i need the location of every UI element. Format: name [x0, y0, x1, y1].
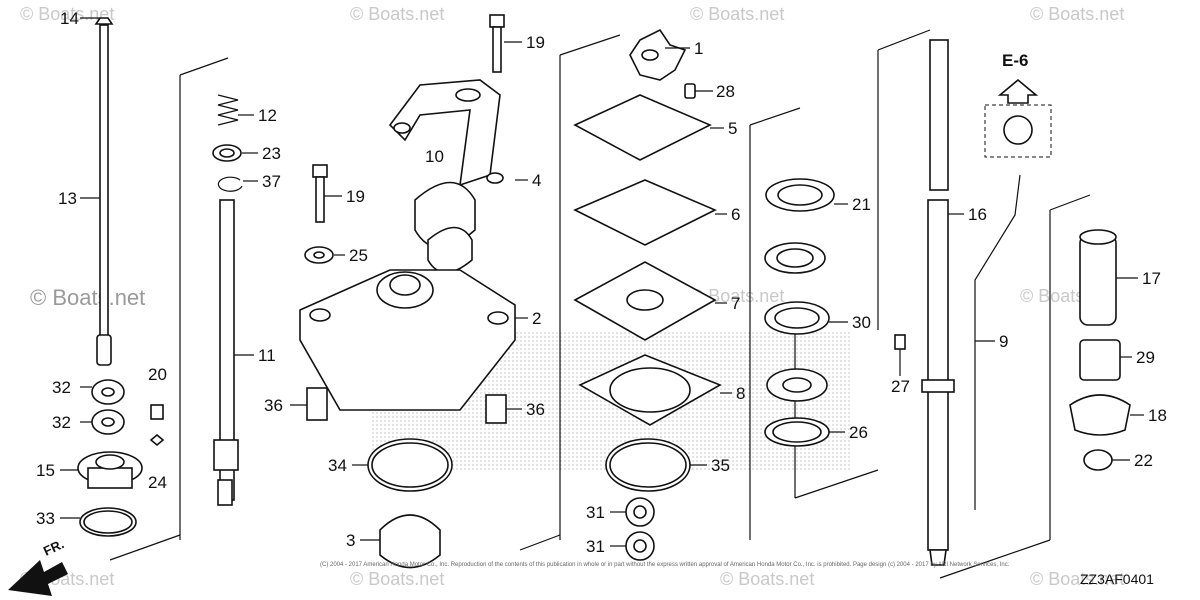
- part-impeller-cover: [379, 514, 441, 569]
- part-housing: [77, 451, 143, 489]
- part-water-pump-housing: [299, 269, 516, 411]
- part-gasket: [578, 354, 722, 426]
- callout-number: 30: [852, 313, 871, 332]
- part-plate: [573, 261, 717, 341]
- callout-number: 8: [736, 384, 745, 403]
- watermark-large: © Boats.net: [30, 285, 145, 310]
- part-bearing: [625, 497, 655, 561]
- watermark-text: © Boats.net: [350, 569, 444, 589]
- callout-number: 37: [262, 172, 281, 191]
- part-washer: [212, 144, 242, 162]
- callout-number: 10: [425, 147, 444, 166]
- watermark-text: © Boats.net: [1030, 569, 1124, 589]
- part-bearing: [91, 379, 125, 435]
- watermark-text: © Boats.net: [690, 4, 784, 24]
- part-gasket: [573, 94, 717, 246]
- part-bearing: [764, 178, 835, 447]
- part-bracket: [388, 79, 504, 187]
- callout-number: 4: [532, 171, 541, 190]
- callout-number: 25: [349, 246, 368, 265]
- callout-number: 36: [264, 396, 283, 415]
- part-boot: [1079, 229, 1117, 326]
- callout-number: 27: [891, 377, 910, 396]
- callout-number: 14: [60, 9, 79, 28]
- part-pinion-gear: [1069, 394, 1131, 436]
- part-impeller: [629, 28, 687, 81]
- callout-number: 6: [731, 205, 740, 224]
- callout-number: 19: [346, 187, 365, 206]
- part-reference-box: [984, 78, 1052, 158]
- part-o-ring: [605, 438, 691, 492]
- diagram-code: ZZ3AF0401: [1080, 571, 1154, 587]
- leader-lines: [60, 17, 1144, 547]
- part-bolt: [149, 404, 165, 447]
- callout-number: 5: [728, 119, 737, 138]
- callout-number: 31: [586, 503, 605, 522]
- callout-number: 1: [694, 39, 703, 58]
- part-clip: [217, 176, 243, 192]
- callout-number: 35: [711, 456, 730, 475]
- part-washer: [304, 246, 334, 264]
- callout-number: 33: [36, 509, 55, 528]
- callout-number: 3: [346, 531, 355, 550]
- callout-number: 31: [586, 537, 605, 556]
- part-grommet: [414, 181, 476, 274]
- callout-number: 21: [852, 195, 871, 214]
- part-water-tube: [974, 174, 1021, 510]
- part-o-ring: [79, 507, 137, 537]
- callout-number: 28: [716, 82, 735, 101]
- callout-number: 9: [999, 332, 1008, 351]
- callout-number: 16: [968, 205, 987, 224]
- callout-number: 34: [328, 456, 347, 475]
- callout-number: 12: [258, 106, 277, 125]
- front-label: FR.: [41, 536, 66, 558]
- part-grommet: [894, 334, 906, 350]
- callout-number: 7: [731, 294, 740, 313]
- part-spring: [217, 94, 239, 126]
- callout-number: 22: [1134, 451, 1153, 470]
- callout-number: 32: [52, 413, 71, 432]
- callout-number: 17: [1142, 269, 1161, 288]
- callout-number: 26: [849, 423, 868, 442]
- part-shift-shaft: [213, 199, 239, 506]
- watermark-text: © Boats.net: [1030, 4, 1124, 24]
- callout-number: 20: [148, 365, 167, 384]
- part-key: [684, 83, 696, 99]
- part-o-ring: [367, 438, 453, 492]
- part-shift-rod: [94, 17, 114, 366]
- callout-number: 24: [148, 473, 167, 492]
- callout-number: 15: [36, 461, 55, 480]
- watermark-text: © Boats.net: [720, 569, 814, 589]
- watermarks: © Boats.net © Boats.net © Boats.net © Bo…: [20, 4, 1124, 589]
- callout-number: 19: [526, 33, 545, 52]
- part-needle-bearing: [1079, 339, 1121, 381]
- callout-labels: 14 13 12 23 37 11 32 32 20 24 15 33 19 1…: [36, 9, 1167, 556]
- callout-number: 11: [258, 346, 276, 365]
- callout-number: 2: [532, 309, 541, 328]
- part-nut: [1083, 449, 1113, 471]
- part-dowel-pin: [306, 387, 507, 424]
- callout-number: 23: [262, 144, 281, 163]
- part-drive-shaft: [921, 39, 955, 566]
- watermark-text: © Boats.net: [350, 4, 444, 24]
- copyright-text: (C) 2004 - 2017 American Honda Motor Co.…: [320, 562, 1010, 568]
- callout-number: 32: [52, 378, 71, 397]
- part-bolt: [312, 14, 505, 223]
- callout-number: 29: [1136, 348, 1155, 367]
- reference-label: E-6: [1002, 51, 1028, 70]
- callout-number: 13: [58, 189, 77, 208]
- section-frames: [109, 29, 1091, 579]
- callout-number: 36: [526, 400, 545, 419]
- callout-number: 18: [1148, 406, 1167, 425]
- watermark-text: © Boats.net: [20, 4, 114, 24]
